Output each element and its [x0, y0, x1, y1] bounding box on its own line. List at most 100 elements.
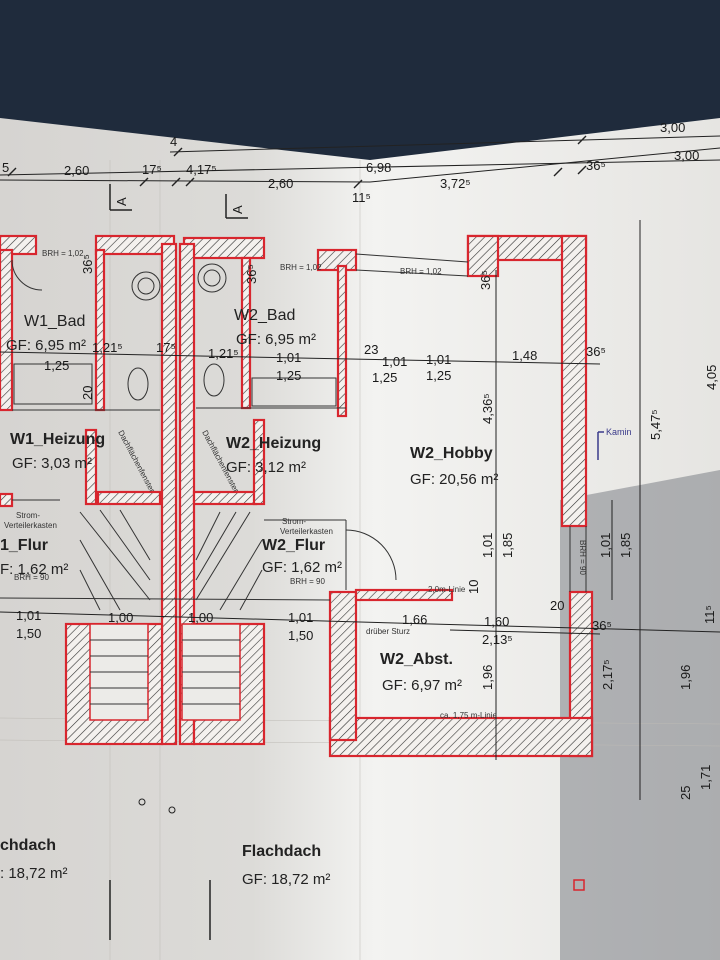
- room-w2-bad-area: GF: 6,95 m²: [236, 331, 316, 348]
- svg-text:1,01: 1,01: [288, 610, 313, 625]
- note-sturz: drüber Sturz: [366, 627, 410, 636]
- svg-text:A: A: [114, 197, 129, 206]
- note-brh-2: BRH = 1,02: [280, 263, 322, 272]
- room-w2-abst-area: GF: 6,97 m²: [382, 677, 462, 694]
- dim-3-00-top: 3,00: [660, 120, 685, 135]
- svg-text:17⁵: 17⁵: [156, 340, 176, 355]
- svg-text:1,96: 1,96: [678, 665, 693, 690]
- note-brh-4: BRH = 90: [14, 573, 49, 582]
- svg-text:1,01: 1,01: [480, 533, 495, 558]
- stair-treads-w1: [79, 509, 151, 705]
- svg-text:1,25: 1,25: [426, 368, 451, 383]
- svg-text:36⁵: 36⁵: [586, 344, 606, 359]
- kamin-marker: Kamin: [597, 427, 632, 460]
- room-w1-flur-name: 1_Flur: [0, 537, 48, 554]
- note-brh-5: BRH = 90: [290, 577, 325, 586]
- room-w2-abst-name: W2_Abst.: [380, 651, 453, 668]
- dim-6-98: 6,98: [366, 160, 391, 175]
- stair-treads-w2: [182, 511, 263, 705]
- svg-text:1,01: 1,01: [382, 354, 407, 369]
- svg-text:1,00: 1,00: [188, 610, 213, 625]
- svg-text:1,50: 1,50: [16, 626, 41, 641]
- section-mark-a1: A: [109, 184, 132, 211]
- svg-text:1,48: 1,48: [512, 348, 537, 363]
- svg-text:4,05: 4,05: [704, 365, 719, 390]
- svg-text:1,25: 1,25: [276, 368, 301, 383]
- wall-bad-w2-right: [336, 264, 348, 418]
- note-strom-w2: Strom-: [282, 517, 306, 526]
- room-w1-bad-name: W1_Bad: [24, 313, 85, 330]
- svg-text:1,21⁵: 1,21⁵: [208, 346, 239, 361]
- svg-text:1,25: 1,25: [44, 358, 69, 373]
- room-w2-bad-name: W2_Bad: [234, 307, 295, 324]
- svg-text:25: 25: [678, 786, 693, 800]
- wall-abst-top: [354, 588, 454, 602]
- mid-dimension-lines: [0, 220, 720, 800]
- wall-abst-bottom: [328, 716, 594, 758]
- room-flachdach-right-name: Flachdach: [242, 843, 321, 860]
- section-mark-a2: A: [225, 194, 248, 219]
- svg-text:1,01: 1,01: [276, 350, 301, 365]
- interior-outlines: [0, 253, 587, 601]
- room-w2-flur-name: W2_Flur: [262, 537, 325, 554]
- dim-2-60-right: 2,60: [268, 176, 293, 191]
- svg-text:20: 20: [550, 598, 564, 613]
- svg-text:1,96: 1,96: [480, 665, 495, 690]
- top-dimension-lines: [0, 135, 720, 183]
- svg-text:1,00: 1,00: [108, 610, 133, 625]
- wall-bad-w1-right: [94, 248, 106, 412]
- svg-text:A: A: [230, 205, 245, 214]
- dimension-ticks: [7, 135, 587, 189]
- svg-text:10: 10: [466, 580, 481, 594]
- dim-3-00-second: 3,00: [674, 148, 699, 163]
- wall-heizung-side-w1: [84, 428, 98, 506]
- room-flachdach-left-name: chdach: [0, 837, 56, 854]
- bottom-markers: [109, 798, 585, 940]
- svg-text:1,01: 1,01: [16, 608, 41, 623]
- note-2m-linie: 2,0m-Linie: [428, 585, 466, 594]
- wall-left-side: [0, 248, 14, 412]
- svg-text:36⁵: 36⁵: [80, 254, 95, 274]
- svg-text:1,71: 1,71: [698, 765, 713, 790]
- svg-text:36⁵: 36⁵: [592, 618, 612, 633]
- room-w1-bad-area: GF: 6,95 m²: [6, 337, 86, 354]
- wall-flur-w1: [0, 492, 14, 508]
- svg-text:Kamin: Kamin: [606, 427, 632, 437]
- wall-hobby-right: [560, 234, 588, 528]
- svg-text:1,25: 1,25: [372, 370, 397, 385]
- note-strom-w2b: Verteilerkasten: [280, 527, 333, 536]
- dim-4-17-5: 4,17⁵: [186, 162, 217, 177]
- room-w1-heizung-area: GF: 3,03 m²: [12, 455, 92, 472]
- dim-3-72-5: 3,72⁵: [440, 176, 471, 191]
- svg-text:2,17⁵: 2,17⁵: [600, 659, 615, 690]
- svg-text:11⁵: 11⁵: [702, 605, 717, 624]
- note-brh-3: BRH = 1,02: [400, 267, 442, 276]
- note-strom-w1b: Verteilerkasten: [4, 521, 57, 530]
- note-brh-6: BRH = 90: [578, 540, 587, 575]
- svg-text:2,13⁵: 2,13⁵: [482, 632, 513, 647]
- svg-text:1,66: 1,66: [402, 612, 427, 627]
- room-flachdach-left-area: : 18,72 m²: [0, 865, 68, 882]
- dim-11-5: 11⁵: [352, 190, 371, 205]
- svg-text:1,60: 1,60: [484, 614, 509, 629]
- svg-text:1,01: 1,01: [598, 533, 613, 558]
- dim-5: 5: [2, 160, 9, 175]
- dim-36-5-top: 36⁵: [586, 158, 606, 173]
- wall-abst-left: [328, 590, 358, 742]
- wall-heizung-bottom-left: [96, 490, 162, 506]
- wall-center-left: [160, 242, 178, 746]
- svg-text:5,47⁵: 5,47⁵: [648, 409, 663, 440]
- dim-4: 4: [170, 134, 177, 149]
- room-flachdach-right-area: GF: 18,72 m²: [242, 871, 330, 888]
- dim-2-60-left: 2,60: [64, 163, 89, 178]
- wall-top-mid: [182, 236, 266, 260]
- svg-text:1,01: 1,01: [426, 352, 451, 367]
- wall-heizung-side-w2: [252, 418, 266, 506]
- dim-17-5-top: 17⁵: [142, 162, 162, 177]
- svg-text:36⁵: 36⁵: [244, 264, 259, 284]
- svg-text:4,36⁵: 4,36⁵: [480, 393, 495, 424]
- room-w2-heizung-area: GF: 3,12 m²: [226, 459, 306, 476]
- svg-text:23: 23: [364, 342, 378, 357]
